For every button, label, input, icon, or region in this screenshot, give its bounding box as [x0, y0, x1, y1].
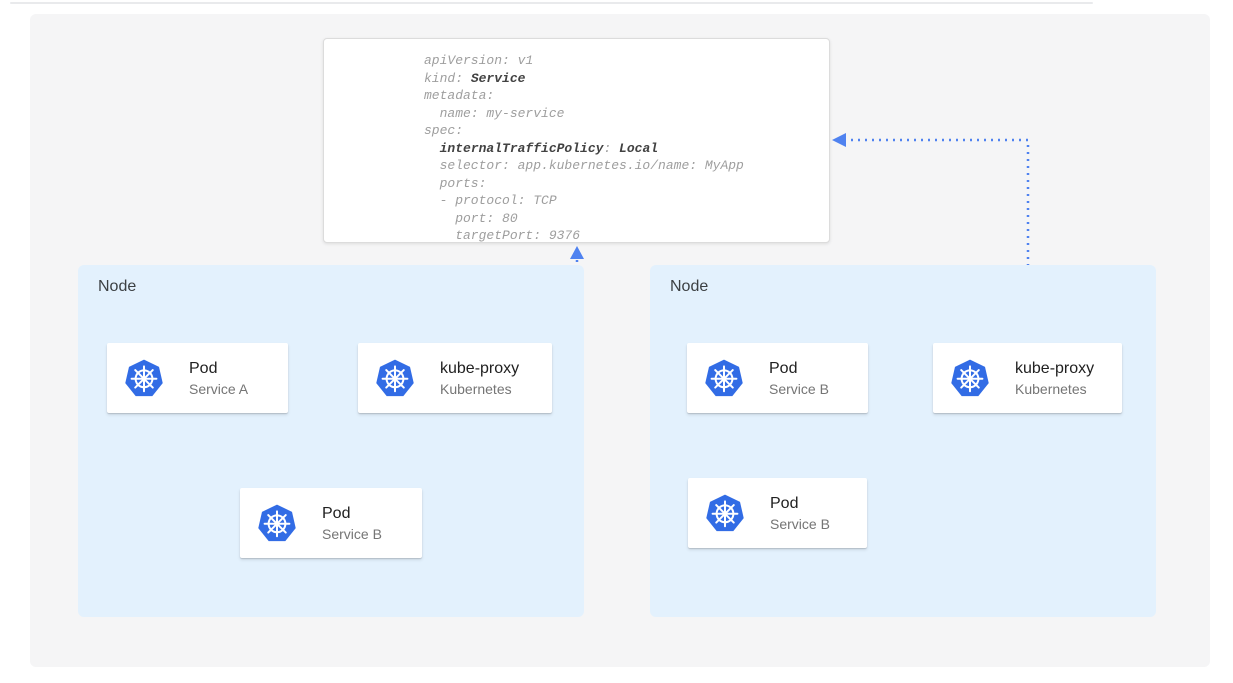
card-title: Pod [189, 359, 218, 377]
card-subtitle: Service B [770, 515, 830, 532]
dotted-left-kubeproxy-to-service-head [570, 246, 584, 259]
yaml-line: port: 80 [424, 210, 518, 226]
kubernetes-icon [705, 493, 745, 533]
kubernetes-icon [124, 358, 164, 398]
yaml-line: metadata: [424, 88, 495, 103]
dotted-right-kubeproxy-to-service-head [832, 133, 846, 147]
card-subtitle: Kubernetes [1015, 380, 1087, 397]
diagram-canvas: apiVersion: v1 kind: Service metadata: n… [30, 14, 1210, 667]
pod-service-a-card: Pod Service A [107, 343, 288, 413]
yaml-line: spec: [424, 123, 464, 138]
node-left: Node [78, 265, 584, 617]
kubernetes-icon [375, 358, 415, 398]
card-title: Pod [770, 494, 799, 512]
card-text: Pod Service B [769, 359, 829, 398]
card-title: Pod [322, 504, 351, 522]
top-divider [10, 2, 1093, 4]
yaml-line-internal-traffic-policy: internalTrafficPolicy: Local [439, 140, 659, 156]
yaml-line: targetPort: 9376 [424, 228, 581, 243]
kube-proxy-card-right: kube-proxy Kubernetes [933, 343, 1122, 413]
card-text: Pod Service A [189, 359, 248, 398]
yaml-line: apiVersion: v1 [424, 53, 534, 68]
kubernetes-icon [950, 358, 990, 398]
pod-service-b-card-right-top: Pod Service B [687, 343, 868, 413]
card-title: kube-proxy [440, 359, 520, 377]
yaml-line: ports: [424, 175, 487, 191]
yaml-line: name: my-service [424, 105, 565, 121]
card-subtitle: Service B [322, 525, 382, 542]
card-subtitle: Kubernetes [440, 380, 512, 397]
yaml-line: selector: app.kubernetes.io/name: MyApp [424, 158, 744, 173]
node-label: Node [670, 278, 709, 295]
card-subtitle: Service B [769, 380, 829, 397]
card-title: kube-proxy [1015, 359, 1095, 377]
yaml-line: kind: Service [424, 70, 526, 86]
node-label: Node [98, 278, 137, 295]
card-subtitle: Service A [189, 380, 249, 397]
yaml-line: - protocol: TCP [424, 193, 557, 208]
card-text: Pod Service B [322, 504, 382, 543]
pod-service-b-card-left: Pod Service B [240, 488, 422, 558]
card-text: kube-proxy Kubernetes [440, 359, 519, 398]
service-yaml-manifest: apiVersion: v1 kind: Service metadata: n… [323, 38, 830, 243]
node-right: Node [650, 265, 1156, 617]
pod-service-b-card-right-bottom: Pod Service B [688, 478, 867, 548]
card-title: Pod [769, 359, 798, 377]
card-text: Pod Service B [770, 494, 830, 533]
kubernetes-icon [257, 503, 297, 543]
card-text: kube-proxy Kubernetes [1015, 359, 1094, 398]
kube-proxy-card-left: kube-proxy Kubernetes [358, 343, 552, 413]
kubernetes-icon [704, 358, 744, 398]
